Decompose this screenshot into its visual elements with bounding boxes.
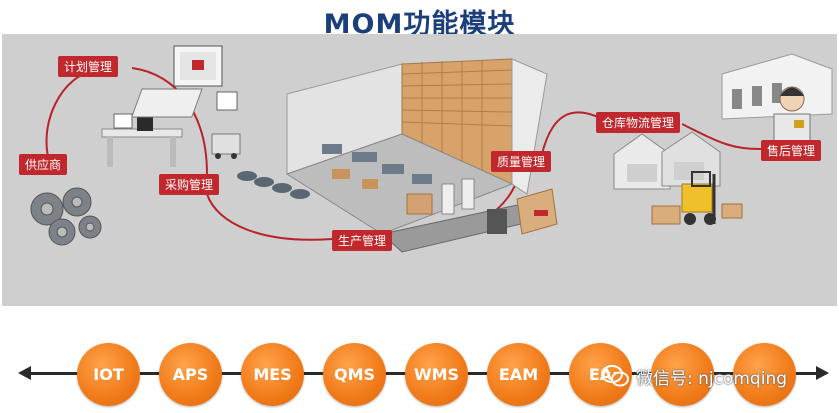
- arrow-right-icon: [816, 366, 829, 380]
- module-node-8: [651, 343, 714, 406]
- label-purchase: 采购管理: [159, 174, 220, 195]
- gears-icon: [30, 187, 102, 246]
- warehouse-icon: [613, 131, 721, 190]
- label-production: 生产管理: [332, 230, 393, 251]
- watermark: 微信号: njcomqing: [600, 362, 787, 390]
- factory-building-icon: [237, 58, 548, 235]
- label-aftersales: 售后管理: [761, 140, 822, 161]
- production-line-icon: [380, 178, 558, 253]
- support-person-icon: [773, 86, 811, 143]
- module-node-eam: EAM: [487, 343, 550, 406]
- forklift-icon: [651, 171, 743, 225]
- watermark-text: 微信号: njcomqing: [636, 368, 788, 389]
- module-node-iot: IOT: [77, 343, 140, 406]
- module-node-mes: MES: [241, 343, 304, 406]
- module-node-wms: WMS: [405, 343, 468, 406]
- label-plan: 计划管理: [58, 56, 119, 77]
- label-quality: 质量管理: [491, 151, 552, 172]
- module-node-9: [733, 343, 796, 406]
- label-supplier: 供应商: [19, 154, 68, 175]
- factory-illustration: [30, 45, 833, 253]
- module-node-qms: QMS: [323, 343, 386, 406]
- service-center-icon: [721, 53, 833, 120]
- wechat-icon: [601, 365, 629, 387]
- factory-illustration-panel: 计划管理 供应商 采购管理 生产管理 质量管理 仓库物流管理 售后管理: [2, 34, 837, 306]
- label-warehouse: 仓库物流管理: [596, 112, 681, 133]
- office-desk-icon: [101, 45, 241, 167]
- module-node-aps: APS: [159, 343, 222, 406]
- arrow-left-icon: [18, 366, 31, 380]
